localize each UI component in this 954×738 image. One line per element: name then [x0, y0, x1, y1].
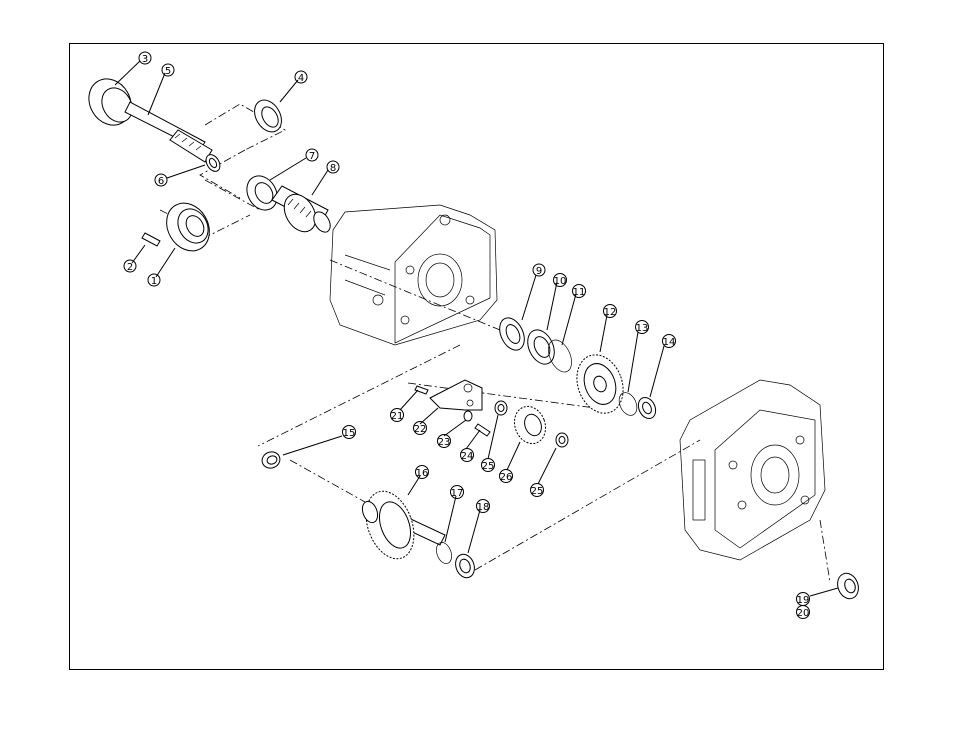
- svg-text:26: 26: [500, 472, 513, 483]
- callout-26: 26: [499, 469, 513, 483]
- callout-11: 11: [572, 284, 586, 298]
- svg-text:7: 7: [309, 151, 315, 162]
- gear-sleeve-part-8: [271, 185, 331, 233]
- bearing-part-15: [261, 451, 281, 469]
- callout-15: 15: [342, 425, 356, 439]
- svg-text:18: 18: [477, 502, 490, 513]
- callout-23: 23: [437, 434, 451, 448]
- circlip-part-11: [548, 339, 572, 373]
- callout-1: 1: [147, 273, 161, 287]
- callout-7: 7: [305, 148, 319, 162]
- bearing-part-14: [637, 396, 657, 420]
- bushing-part-25b: [555, 432, 569, 448]
- leader-lines: [114, 60, 839, 597]
- svg-text:14: 14: [663, 337, 676, 348]
- gear-part-16: [361, 490, 446, 560]
- gear-part-12: [576, 354, 624, 414]
- assembly-centerlines: [159, 103, 831, 583]
- lever-part-22: [429, 379, 483, 411]
- callout-14: 14: [662, 334, 676, 348]
- svg-text:23: 23: [438, 437, 451, 448]
- gear-part-26: [513, 405, 547, 445]
- callout-25a: 25: [481, 458, 495, 472]
- svg-text:1: 1: [151, 276, 157, 287]
- svg-text:17: 17: [451, 488, 464, 499]
- svg-text:10: 10: [554, 276, 567, 287]
- callout-8: 8: [326, 160, 340, 174]
- callout-3: 3: [138, 51, 152, 65]
- callout-18: 18: [476, 499, 490, 513]
- bearing-part-18: [455, 553, 475, 579]
- screw-part-2: [141, 232, 161, 247]
- svg-text:24: 24: [461, 451, 474, 462]
- svg-text:13: 13: [636, 323, 649, 334]
- circlip-part-17: [436, 542, 452, 564]
- ring-part-4: [254, 99, 282, 133]
- callout-12: 12: [603, 304, 617, 318]
- svg-text:4: 4: [298, 73, 304, 84]
- bolt-part-24: [474, 423, 491, 437]
- washer-part-23: [463, 410, 473, 422]
- gearbox-housing-rear: [679, 379, 826, 561]
- svg-text:19: 19: [797, 595, 810, 606]
- svg-text:22: 22: [414, 424, 427, 435]
- callout-10: 10: [553, 273, 567, 287]
- callout-21: 21: [390, 408, 404, 422]
- pin-part-21: [414, 385, 429, 395]
- callout-5: 5: [161, 63, 175, 77]
- callout-17: 17: [450, 485, 464, 499]
- bearing-part-10: [527, 329, 555, 365]
- svg-text:16: 16: [416, 468, 429, 479]
- callout-20: 20: [796, 605, 810, 619]
- svg-text:12: 12: [604, 307, 617, 318]
- gearbox-housing-front: [329, 204, 498, 346]
- svg-text:8: 8: [330, 163, 336, 174]
- callout-16: 16: [415, 465, 429, 479]
- svg-text:6: 6: [158, 176, 164, 187]
- input-shaft: [88, 78, 213, 163]
- svg-text:25: 25: [531, 486, 544, 497]
- bushing-part-25a: [494, 400, 508, 416]
- svg-text:15: 15: [343, 428, 356, 439]
- callout-24: 24: [460, 448, 474, 462]
- callout-22: 22: [413, 421, 427, 435]
- callout-6: 6: [154, 173, 168, 187]
- svg-text:25: 25: [482, 461, 495, 472]
- bearing-part-7: [246, 175, 278, 211]
- svg-text:3: 3: [142, 54, 148, 65]
- svg-text:9: 9: [536, 266, 542, 277]
- seal-part-9: [499, 317, 525, 351]
- svg-text:11: 11: [573, 287, 586, 298]
- bearing-cap-part-1: [166, 202, 210, 252]
- diagram-frame: [69, 43, 884, 670]
- callout-25b: 25: [530, 483, 544, 497]
- callout-13: 13: [635, 320, 649, 334]
- callout-2: 2: [123, 259, 137, 273]
- callout-19: 19: [796, 592, 810, 606]
- svg-text:20: 20: [797, 608, 810, 619]
- callout-9: 9: [532, 263, 546, 277]
- svg-text:2: 2: [127, 262, 133, 273]
- washer-part-6: [205, 154, 221, 172]
- svg-text:5: 5: [165, 66, 171, 77]
- plug-part-19-20: [837, 572, 859, 600]
- callout-4: 4: [294, 70, 308, 84]
- svg-text:21: 21: [391, 411, 404, 422]
- circlip-part-13: [618, 392, 638, 416]
